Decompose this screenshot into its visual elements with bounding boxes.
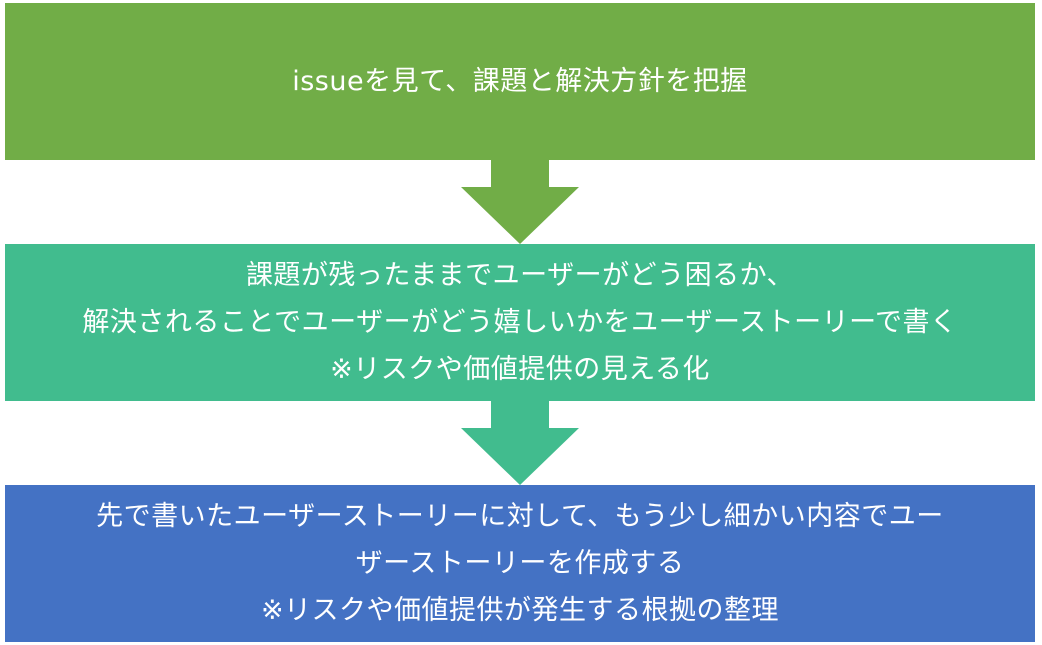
down-arrow-shape — [461, 160, 579, 244]
step-2-box: 課題が残ったままでユーザーがどう困るか、 解決されることでユーザーがどう嬉しいか… — [5, 244, 1035, 401]
step-3-line-1: 先で書いたユーザーストーリーに対して、もう少し細かい内容でユー — [96, 501, 944, 532]
step-3-line-3: ※リスクや価値提供が発生する根拠の整理 — [260, 595, 780, 626]
step-3-box: 先で書いたユーザーストーリーに対して、もう少し細かい内容でユー ザーストーリーを… — [5, 485, 1035, 642]
down-arrow-shape — [461, 401, 579, 485]
step-2-line-1: 課題が残ったままでユーザーがどう困るか、 — [245, 260, 795, 291]
step-1-box: issueを見て、課題と解決方針を把握 — [5, 3, 1035, 160]
step-2-line-2: 解決されることでユーザーがどう嬉しいかをユーザーストーリーで書く — [82, 307, 958, 338]
down-arrow-icon — [461, 160, 579, 244]
step-2-line-3: ※リスクや価値提供の見える化 — [330, 354, 710, 385]
step-3-line-2: ザーストーリーを作成する — [355, 548, 685, 579]
down-arrow-icon — [461, 401, 579, 485]
step-1-line-1: issueを見て、課題と解決方針を把握 — [292, 66, 748, 97]
